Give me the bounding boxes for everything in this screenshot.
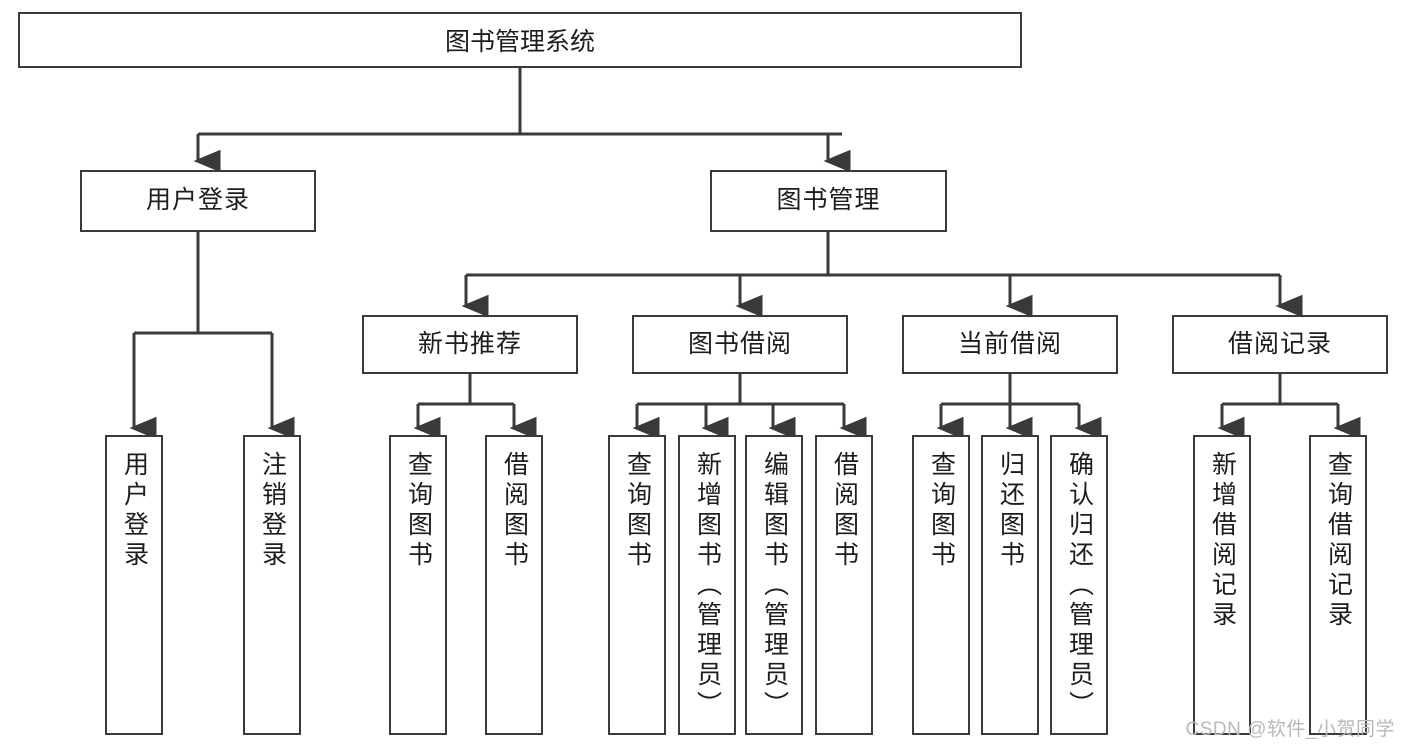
node-label: 编辑图书（管理员） (760, 451, 789, 721)
leaf-borrow-book[interactable]: 借阅图书 (815, 435, 873, 735)
node-label: 新增图书（管理员） (693, 451, 722, 721)
leaf-query-book-recommend[interactable]: 查询图书 (389, 435, 447, 735)
leaf-user-logout[interactable]: 注销登录 (243, 435, 301, 735)
node-label: 查询图书 (404, 451, 433, 571)
watermark: CSDN @软件_小贺同学 (1185, 719, 1395, 740)
node-book-management[interactable]: 图书管理 (710, 170, 947, 232)
node-label: 借阅图书 (830, 451, 859, 571)
node-borrow-record[interactable]: 借阅记录 (1172, 315, 1388, 374)
leaf-add-book-admin[interactable]: 新增图书（管理员） (678, 435, 736, 735)
node-label: 图书管理系统 (444, 28, 595, 56)
node-label: 图书借阅 (687, 329, 792, 358)
node-label: 新书推荐 (417, 329, 522, 358)
node-label: 查询图书 (927, 451, 956, 571)
node-label: 图书管理 (776, 186, 881, 215)
leaf-edit-book-admin[interactable]: 编辑图书（管理员） (745, 435, 803, 735)
node-new-book-recommend[interactable]: 新书推荐 (362, 315, 578, 374)
node-label: 确认归还（管理员） (1065, 451, 1094, 721)
leaf-add-borrow-record[interactable]: 新增借阅记录 (1193, 435, 1251, 735)
node-label: 新增借阅记录 (1208, 451, 1237, 631)
node-user-login[interactable]: 用户登录 (80, 170, 316, 232)
node-current-borrow[interactable]: 当前借阅 (902, 315, 1118, 374)
leaf-query-book-borrow[interactable]: 查询图书 (608, 435, 666, 735)
leaf-query-borrow-record[interactable]: 查询借阅记录 (1309, 435, 1367, 735)
node-label: 借阅记录 (1227, 329, 1332, 358)
leaf-confirm-return-admin[interactable]: 确认归还（管理员） (1050, 435, 1108, 735)
node-label: 用户登录 (145, 186, 250, 215)
node-book-borrow[interactable]: 图书借阅 (632, 315, 848, 374)
node-label: 归还图书 (996, 451, 1025, 571)
leaf-user-login[interactable]: 用户登录 (105, 435, 163, 735)
node-root-system[interactable]: 图书管理系统 (18, 12, 1022, 68)
leaf-borrow-book-recommend[interactable]: 借阅图书 (485, 435, 543, 735)
node-label: 查询借阅记录 (1324, 451, 1353, 631)
leaf-return-book[interactable]: 归还图书 (981, 435, 1039, 735)
node-label: 查询图书 (623, 451, 652, 571)
node-label: 借阅图书 (500, 451, 529, 571)
node-label: 当前借阅 (957, 329, 1062, 358)
leaf-query-book-current[interactable]: 查询图书 (912, 435, 970, 735)
node-label: 注销登录 (258, 451, 287, 571)
node-label: 用户登录 (120, 451, 149, 571)
